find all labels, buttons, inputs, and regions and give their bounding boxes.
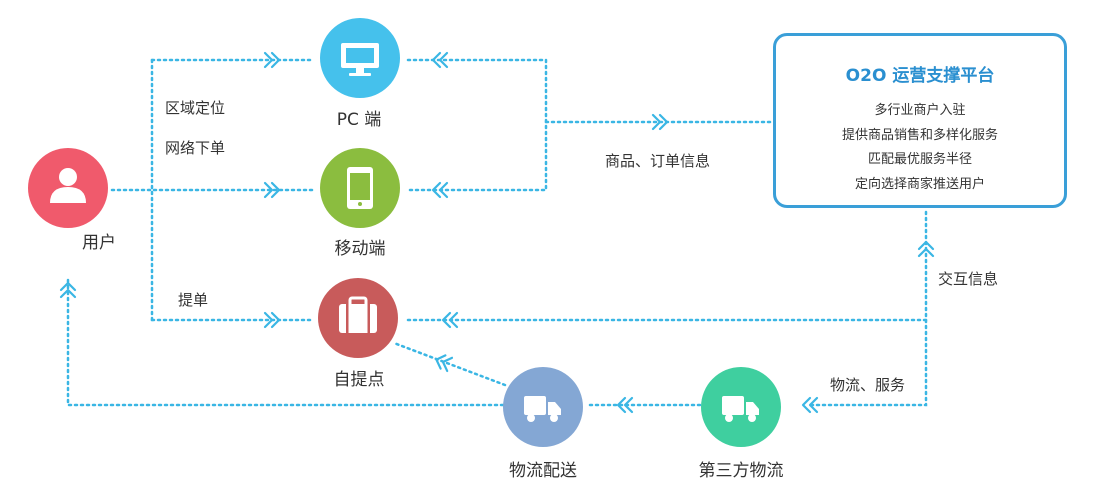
briefcase-icon xyxy=(339,296,377,333)
smartphone-icon xyxy=(347,167,373,209)
node-mobile xyxy=(320,148,400,228)
platform-feature: 多行业商户入驻 xyxy=(874,103,966,118)
arrow-to-thirdparty xyxy=(801,396,819,414)
connector-platform-down xyxy=(806,210,928,407)
monitor-icon xyxy=(341,43,379,76)
mobile-label: 移动端 xyxy=(334,239,386,259)
edge-label-interaction: 交互信息 xyxy=(938,270,999,288)
platform-feature: 定向选择商家推送用户 xyxy=(854,176,985,192)
person-icon xyxy=(50,168,86,203)
edge-label-online-order: 网络下单 xyxy=(165,139,226,157)
platform-feature: 匹配最优服务半径 xyxy=(867,152,972,167)
pc-label: PC 端 xyxy=(336,110,382,130)
connector-delivery-to-pickup xyxy=(392,341,507,387)
node-user xyxy=(28,148,108,228)
delivery-label: 物流配送 xyxy=(509,461,577,481)
connector-delivery-to-user xyxy=(66,278,505,407)
platform-feature-list: 多行业商户入驻 提供商品销售和多样化服务 匹配最优服务半径 定向选择商家推送用户 xyxy=(776,99,1064,197)
pickup-label: 自提点 xyxy=(333,370,385,390)
platform-title: O2O 运营支撑平台 xyxy=(845,66,995,86)
edge-label-region: 区域定位 xyxy=(165,99,226,117)
platform-feature: 提供商品销售和多样化服务 xyxy=(841,127,998,143)
connector-lines xyxy=(66,58,928,407)
arrow-to-pickup-diag xyxy=(432,351,454,373)
node-pickup xyxy=(318,278,398,358)
connector-pc-right xyxy=(406,58,548,192)
node-pc xyxy=(320,18,400,98)
user-label: 用户 xyxy=(82,233,116,253)
edge-label-pickup-order: 提单 xyxy=(178,291,209,309)
node-thirdparty xyxy=(701,367,781,447)
thirdparty-label: 第三方物流 xyxy=(698,461,784,481)
platform-box: O2O 运营支撑平台 多行业商户入驻 提供商品销售和多样化服务 匹配最优服务半径… xyxy=(773,33,1067,208)
edge-label-goods-info: 商品、订单信息 xyxy=(605,152,711,170)
node-delivery xyxy=(503,367,583,447)
edge-label-logistics-service: 物流、服务 xyxy=(830,376,906,394)
